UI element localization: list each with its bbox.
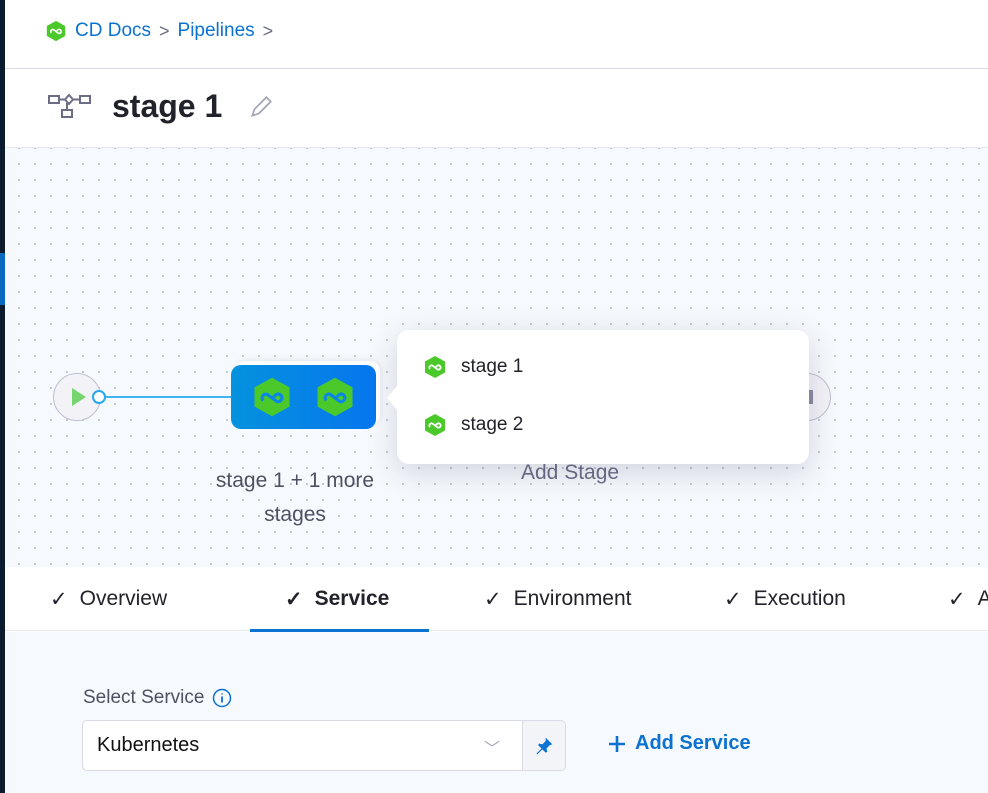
pin-button[interactable] (523, 721, 565, 770)
service-select[interactable]: Kubernetes ﹀ (82, 720, 566, 771)
pipeline-canvas[interactable]: stage 1 + 1 more stages Add Stage stage … (5, 147, 988, 567)
page-header: stage 1 (48, 88, 274, 125)
check-icon: ✓ (484, 587, 502, 611)
check-icon: ✓ (948, 587, 966, 611)
pin-icon (536, 737, 553, 754)
label-text: Select Service (83, 687, 205, 708)
popup-item-label: stage 1 (461, 356, 524, 377)
plus-icon (609, 735, 625, 752)
check-icon: ✓ (285, 587, 303, 611)
breadcrumb-cd-docs[interactable]: CD Docs (75, 20, 152, 41)
cd-module-icon (46, 20, 66, 42)
tab-advanced[interactable]: ✓A (948, 567, 988, 631)
tab-environment[interactable]: ✓ Environment (484, 567, 632, 631)
breadcrumb-separator: > (159, 20, 170, 41)
tab-overview[interactable]: ✓ Overview (50, 567, 167, 631)
header-divider (5, 68, 988, 69)
tab-label: A (977, 587, 988, 610)
stage-tabs: ✓ Overview ✓ Service ✓ Environment ✓ Executi… (5, 567, 988, 632)
cd-stage-icon (425, 414, 445, 436)
tab-label: Environment (513, 587, 632, 610)
breadcrumb-pipelines[interactable]: Pipelines (177, 20, 255, 41)
cd-stage-icon (254, 377, 290, 417)
tab-service[interactable]: ✓ Service (249, 567, 430, 632)
chevron-down-icon: ﹀ (483, 741, 500, 758)
popup-item-stage-2[interactable]: stage 2 (423, 413, 523, 437)
select-service-label: Select Service (83, 687, 232, 709)
tab-label: Execution (753, 587, 846, 610)
breadcrumb-separator: > (262, 20, 274, 41)
popup-item-stage-1[interactable]: stage 1 (423, 355, 523, 379)
service-panel: Select Service Kubernetes ﹀ Add Service (5, 632, 988, 793)
breadcrumb: CD Docs > Pipelines > (45, 18, 273, 44)
cd-stage-icon (425, 356, 445, 378)
pencil-icon[interactable] (248, 94, 274, 120)
add-stage-button[interactable]: Add Stage (521, 461, 620, 484)
stage-group-label: stage 1 + 1 more stages (215, 469, 375, 526)
tab-label: Overview (79, 587, 168, 610)
check-icon: ✓ (50, 587, 68, 611)
add-service-label: Add Service (635, 732, 751, 754)
stage-group-popup: stage 1 stage 2 (387, 330, 809, 464)
pipeline-stages-icon (48, 92, 91, 118)
connector-line (106, 396, 236, 398)
tab-execution[interactable]: ✓ Execution (724, 567, 846, 631)
popup-item-label: stage 2 (461, 414, 524, 435)
cd-stage-icon (317, 377, 353, 417)
info-icon[interactable] (212, 688, 232, 708)
tab-label: Service (314, 587, 390, 610)
check-icon: ✓ (724, 587, 742, 611)
left-nav-active-indicator (0, 253, 5, 305)
page-title: stage 1 (112, 88, 223, 124)
service-select-value: Kubernetes (97, 734, 200, 756)
start-port[interactable] (92, 390, 106, 404)
add-service-button[interactable]: Add Service (607, 732, 751, 755)
left-nav-strip (0, 0, 5, 793)
stage-group-node[interactable] (231, 365, 376, 429)
